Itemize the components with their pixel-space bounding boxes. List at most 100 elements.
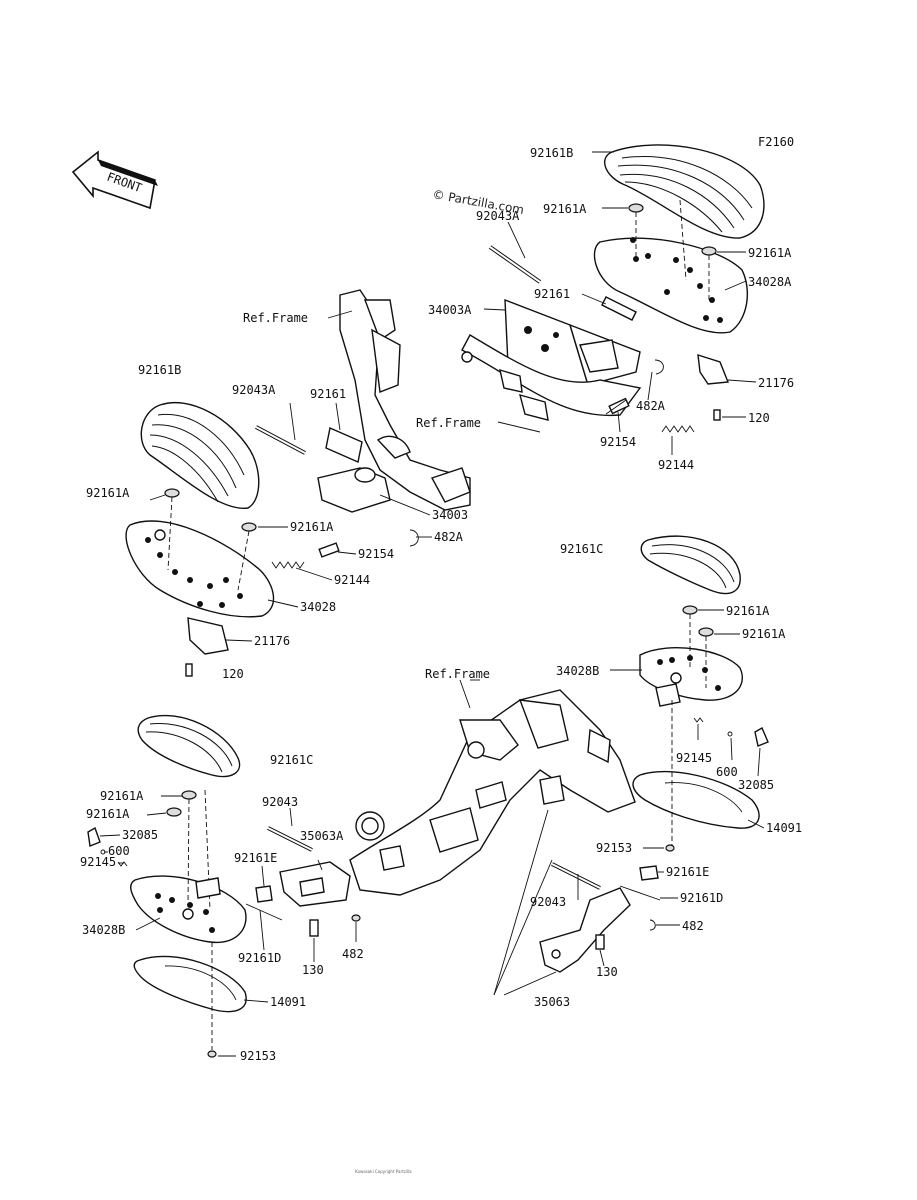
grommet-top-right-1 (628, 203, 644, 213)
pin-92161d-left (245, 903, 283, 921)
label-92153-right: 92153 (596, 841, 632, 855)
bolt-92154-left (318, 542, 340, 558)
bracket-35063a (279, 861, 351, 907)
label-92161-left: 92161 (310, 387, 346, 401)
bolt-top-right (713, 409, 721, 421)
label-482-left: 482 (342, 947, 364, 961)
spring-left (271, 561, 305, 569)
label-92161c-left: 92161C (270, 753, 313, 767)
label-92144-left: 92144 (334, 573, 370, 587)
cover-left (187, 617, 229, 655)
label-92161a-lower-left-1: 92161A (100, 789, 144, 803)
label-92161a-lower-right-1: 92161A (726, 604, 770, 618)
label-120-top: 120 (748, 411, 770, 425)
bolt-130-right (595, 934, 605, 950)
label-92154-left: 92154 (358, 547, 394, 561)
label-92161e-right: 92161E (666, 865, 709, 879)
cover-top-right (697, 354, 729, 385)
label-92161a-top-2: 92161A (748, 246, 792, 260)
clip-top-right (654, 359, 664, 375)
footer-copyright: Kawasaki Copyright Partzilla (355, 1169, 412, 1174)
floorboard-rubber-left (140, 401, 260, 509)
label-92161a-lower-right-2: 92161A (742, 627, 786, 641)
leader-lines (99, 151, 765, 1057)
label-32085-right: 32085 (738, 778, 774, 792)
top-right-assembly (461, 144, 765, 433)
grommet-top-right-2 (701, 246, 717, 256)
label-35063: 35063 (534, 995, 570, 1009)
bracket-left (317, 427, 391, 513)
frame-lower (349, 689, 636, 896)
floorboard-plate-lower-left (130, 875, 247, 944)
floorboard-rubber-lower-left (137, 714, 241, 778)
diagram-code: F2160 (758, 135, 794, 149)
lower-left-assembly (87, 714, 361, 1058)
frame-top-right (461, 334, 642, 421)
label-92161a-left-2: 92161A (290, 520, 334, 534)
label-92145-left: 92145 (80, 855, 116, 869)
label-34028b-left: 34028B (82, 923, 125, 937)
grommet-lower-right-2 (698, 627, 714, 637)
grommet-left-1 (164, 488, 180, 498)
label-92145-right: 92145 (676, 751, 712, 765)
damper-lower-left (195, 877, 221, 899)
label-92161a-left-1: 92161A (86, 486, 130, 500)
label-92144-top: 92144 (658, 458, 694, 472)
label-482a-top: 482A (636, 399, 666, 413)
label-92161d-left: 92161D (238, 951, 281, 965)
label-14091-right: 14091 (766, 821, 802, 835)
bracket-35063 (539, 887, 631, 973)
floorboard-plate-lower-right (639, 647, 743, 701)
label-92161d-right: 92161D (680, 891, 723, 905)
nut-92153-lower-right (665, 844, 675, 852)
floorboard-plate-left (125, 520, 275, 618)
label-482-right: 482 (682, 919, 704, 933)
nut-92153-lower-left (207, 1050, 217, 1058)
middle-left-assembly (125, 401, 419, 677)
label-14091-left: 14091 (270, 995, 306, 1009)
label-92153-left: 92153 (240, 1049, 276, 1063)
floorboard-rubber-top-right (603, 144, 765, 239)
label-ref-frame-2: Ref.Frame (416, 416, 481, 430)
clip-482-left (351, 914, 361, 922)
label-34028a: 34028A (748, 275, 792, 289)
label-ref-frame-1: Ref.Frame (243, 311, 308, 325)
bolt-left (185, 663, 193, 677)
label-130-left: 130 (302, 963, 324, 977)
label-ref-frame-3: Ref.Frame (425, 667, 490, 681)
label-92161-top: 92161 (534, 287, 570, 301)
washer-600-lower-right (727, 731, 733, 737)
bolt-130-left (309, 919, 319, 937)
label-92154-top: 92154 (600, 435, 636, 449)
footboard-cover-lower-right (632, 770, 760, 829)
spring-92145-lower-right (693, 717, 704, 723)
label-120-left: 120 (222, 667, 244, 681)
label-21176-top: 21176 (758, 376, 794, 390)
front-arrow-icon: FRONT (71, 150, 158, 210)
label-600-right: 600 (716, 765, 738, 779)
label-92043-left: 92043 (262, 795, 298, 809)
label-34028: 34028 (300, 600, 336, 614)
lower-right-bracket-assembly (539, 862, 661, 973)
floorboard-rubber-lower-right (640, 535, 741, 595)
grommet-lower-left-2 (166, 807, 182, 817)
label-600-left: 600 (108, 844, 130, 858)
clip-left (409, 529, 419, 547)
spring-top-right (661, 425, 695, 433)
callout-labels: 92161B 92161A 92043A 92161A 34028A 34003… (80, 146, 802, 1063)
label-34028b-right: 34028B (556, 664, 599, 678)
label-92043a-top: 92043A (476, 209, 520, 223)
label-35063a: 35063A (300, 829, 344, 843)
grommet-lower-left-1 (181, 790, 197, 800)
label-92161c-right: 92161C (560, 542, 603, 556)
spring-92145-lower-left (117, 861, 128, 867)
label-92161e-left: 92161E (234, 851, 277, 865)
label-92043-right: 92043 (530, 895, 566, 909)
label-92161b-left: 92161B (138, 363, 181, 377)
label-92161a-top-1: 92161A (543, 202, 587, 216)
label-482a-left: 482A (434, 530, 464, 544)
label-21176-left: 21176 (254, 634, 290, 648)
label-92161a-lower-left-2: 92161A (86, 807, 130, 821)
floorboard-plate-top-right (593, 237, 749, 334)
